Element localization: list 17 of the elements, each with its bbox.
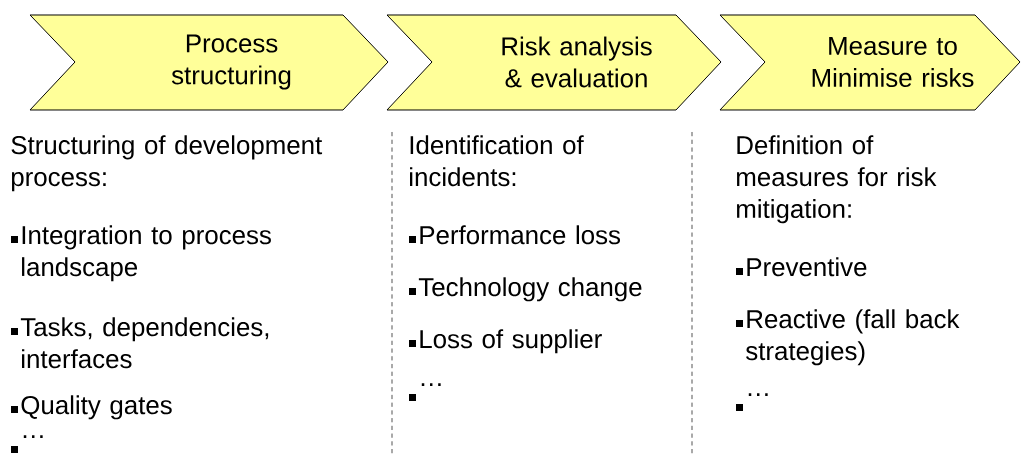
bullet-text: …	[23, 435, 43, 439]
bullet-text: Tasks, dependencies, interfaces	[20, 317, 269, 369]
chevron-step: Process structuring	[29, 14, 389, 111]
bullet-text: Preventive	[747, 257, 867, 277]
chevron-step: Risk analysis & evaluation	[386, 14, 722, 111]
bullet-text: …	[748, 393, 768, 397]
column-heading-text: Identification of incidents:	[410, 135, 584, 187]
column-heading-text: Definition of measures for risk mitigation:	[737, 135, 937, 224]
bullet-text: Technology change	[418, 277, 642, 302]
bullet-text: Reactive (fall back strategies)	[746, 309, 960, 366]
bullet-text: Performance loss	[420, 225, 620, 245]
bullet-text: …	[421, 383, 441, 387]
chevron-step: Measure to Minimise risks	[719, 14, 1021, 111]
bullet-text: Loss of supplier	[420, 329, 602, 354]
bullet-text: Integration to process landscape	[22, 225, 271, 282]
bullet-text: Quality gates	[21, 395, 172, 420]
column-heading-text: Structuring of development process:	[11, 135, 323, 192]
